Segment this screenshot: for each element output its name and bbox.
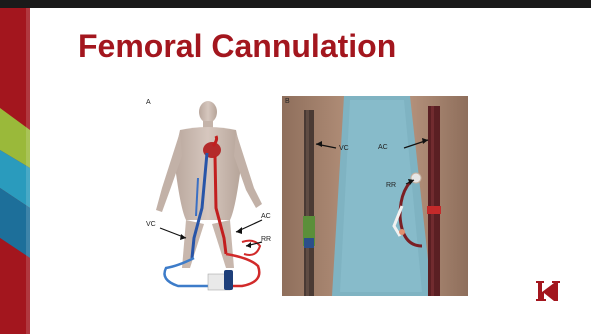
figure-b-label-rr: RR bbox=[386, 182, 396, 189]
figure-b-photo bbox=[282, 96, 468, 296]
university-logo-icon bbox=[535, 279, 561, 303]
figure-b-label-ac: AC bbox=[378, 144, 388, 151]
top-border bbox=[0, 0, 591, 8]
figure-b-label-vc: VC bbox=[339, 145, 349, 152]
slide-title: Femoral Cannulation bbox=[78, 28, 396, 65]
figure-a-label-vc: VC bbox=[146, 221, 156, 228]
left-accent-bar bbox=[0, 8, 30, 334]
figure-a-illustration bbox=[138, 98, 278, 298]
figure-a-label-ac: AC bbox=[261, 213, 271, 220]
panel-label-b: B bbox=[285, 98, 290, 105]
figure-a-label-rr: RR bbox=[261, 236, 271, 243]
